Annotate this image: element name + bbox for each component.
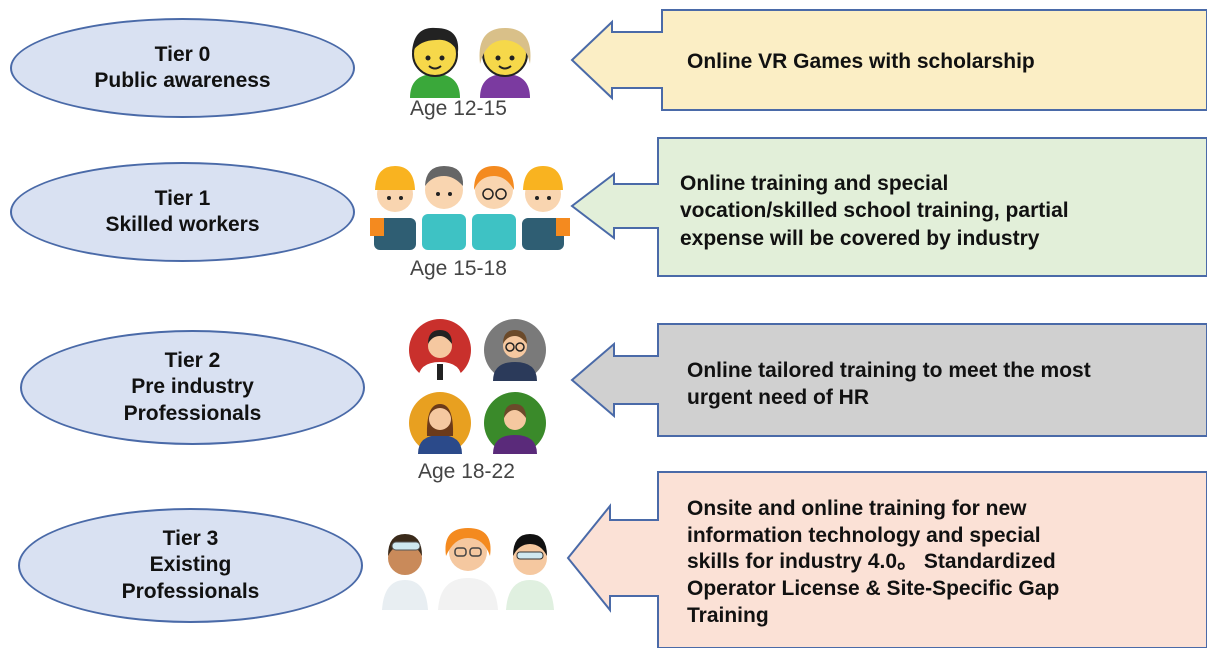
tier-0-box-text: Online VR Games with scholarship [687, 50, 1035, 73]
tier-0-subtitle: Public awareness [94, 69, 271, 92]
tier-2-subtitle-1: Pre industry [131, 375, 254, 399]
tier-1-row: Tier 1 Skilled workers [0, 0, 1207, 290]
tier-0-title: Tier 0 [154, 42, 211, 66]
tier-2-row: Tier 2 Pre industry Professionals Age 18… [20, 318, 1207, 483]
three-scientists-icon [380, 520, 555, 610]
tier-2-box-text: Online tailored training to meet the mos… [687, 359, 1091, 410]
four-workers-icon [370, 160, 570, 250]
tier-1-title: Tier 1 [154, 186, 211, 210]
tier-2-arrow-box [570, 323, 1207, 437]
tier-1-arrow-box [570, 137, 1207, 277]
tier-2-age: Age 18-22 [418, 460, 515, 483]
four-professionals-icon [408, 318, 548, 456]
tier-1-age: Age 15-18 [410, 257, 507, 280]
tier-3-title: Tier 3 [162, 527, 219, 551]
tier-1-subtitle: Skilled workers [105, 213, 260, 236]
two-children-icon [400, 18, 540, 98]
tier-0-ellipse: Tier 0 Public awareness [10, 18, 355, 118]
tier-1-box-text: Online training and special vocation/ski… [680, 172, 1069, 250]
tier-1-ellipse: Tier 1 Skilled workers [10, 162, 355, 262]
tier-2-title: Tier 2 [164, 349, 221, 373]
tier-3-subtitle-2: Professionals [121, 579, 260, 603]
tier-3-subtitle-1: Existing [149, 553, 232, 577]
tier-3-box-text: Onsite and online training for new infor… [687, 497, 1060, 627]
tier-3-arrow-box [566, 471, 1207, 648]
tier-2-subtitle-2: Professionals [123, 401, 262, 425]
tier-3-ellipse: Tier 3 Existing Professionals [18, 508, 363, 623]
tier-0-row: Tier 0 Public awareness Age 12-15 Online… [0, 0, 1207, 130]
tier-2-ellipse: Tier 2 Pre industry Professionals [20, 330, 365, 445]
tier-0-age: Age 12-15 [410, 97, 507, 120]
tier-0-arrow-box [570, 9, 1207, 111]
